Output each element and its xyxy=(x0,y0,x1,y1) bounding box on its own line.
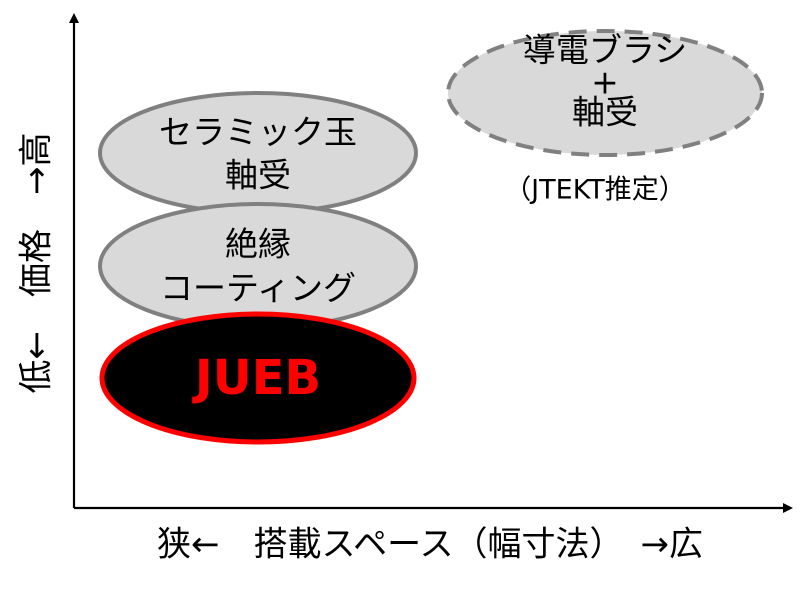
insulation-coating-label-line-1: 絶縁 xyxy=(225,225,291,264)
x-axis-label: 狭← 搭載スペース（幅寸法） →広 xyxy=(157,525,703,565)
insulation-coating-label-line-2: コーティング xyxy=(160,269,356,308)
conductive-brush-label-line-2: + xyxy=(591,63,619,102)
option-conductive-brush: 導電ブラシ + 軸受 （JTEKT推定） xyxy=(446,29,764,206)
jueb-ellipse xyxy=(99,311,417,445)
insulation-coating-ellipse xyxy=(98,202,418,330)
ceramic-bearing-label-line-2: 軸受 xyxy=(225,156,291,195)
option-jueb: JUEB xyxy=(99,311,417,445)
ceramic-bearing-label-line-1: セラミック玉 xyxy=(159,113,357,152)
ceramic-bearing-ellipse xyxy=(98,91,418,215)
conductive-brush-note: （JTEKT推定） xyxy=(504,175,686,206)
jueb-label: JUEB xyxy=(192,350,321,406)
y-axis-label: 低← 価格 →高 xyxy=(17,133,57,394)
conductive-brush-ellipse xyxy=(446,29,764,157)
option-ceramic-bearing: セラミック玉 軸受 xyxy=(98,91,418,215)
option-insulation-coating: 絶縁 コーティング xyxy=(98,202,418,330)
conductive-brush-label-line-3: 軸受 xyxy=(572,93,638,132)
conductive-brush-label-line-1: 導電ブラシ xyxy=(523,31,687,70)
